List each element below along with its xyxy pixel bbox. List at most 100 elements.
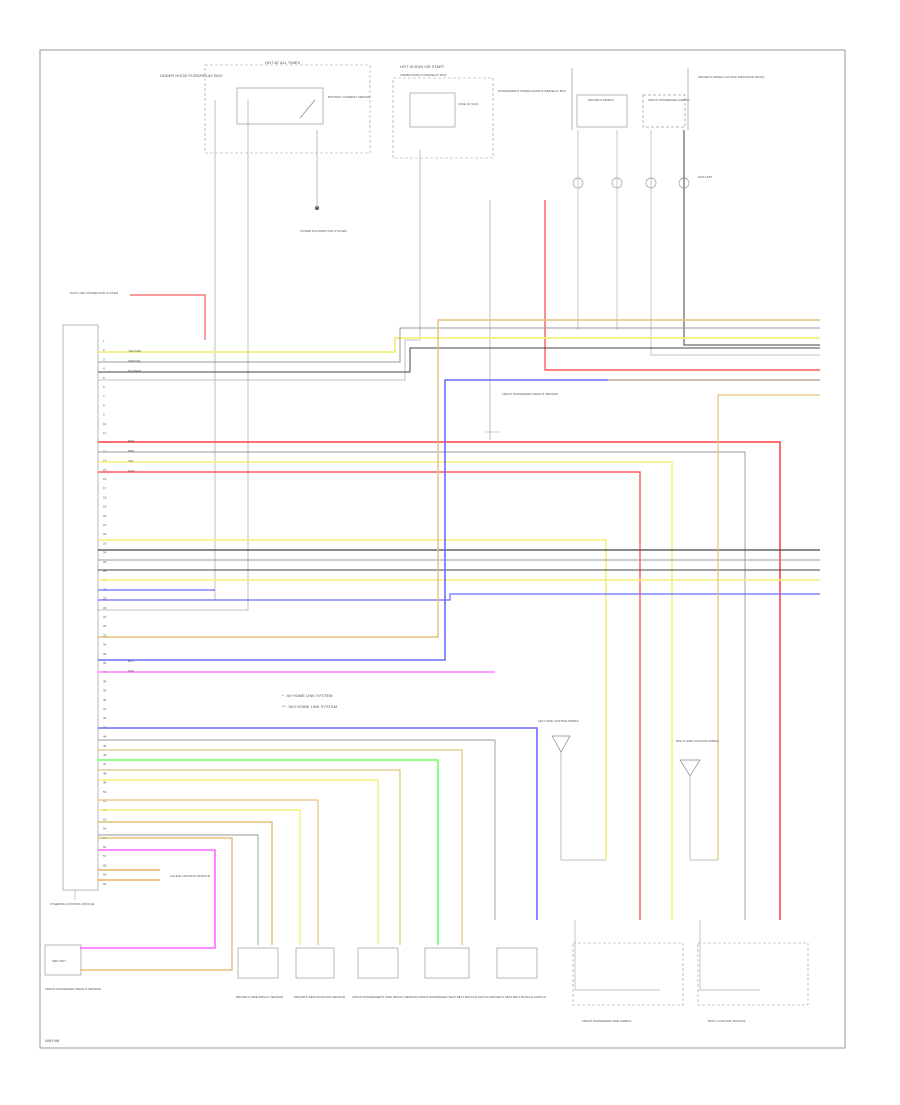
srs-pin-labels: 1234567891011121314151617181920212223242… (103, 339, 107, 886)
srs-pin-number: 54 (103, 827, 107, 831)
wire-tag-yel-grn: YEL/GRN (128, 349, 141, 353)
srs-pin-number: 29 (103, 597, 107, 601)
srs-pin-number: 11 (103, 431, 106, 435)
driver-seat-sensor-label: DRIVER'S SEAT POSITION SENSOR (294, 995, 346, 999)
wire-yel-grn (98, 337, 820, 353)
wire-tan-1 (98, 319, 820, 638)
battery-current-sensor-label: BATTERY CURRENT SENSOR (328, 95, 371, 99)
right-side-curtain-label: RIGHT SIDE CURTAIN AIRBAG (676, 739, 720, 743)
diagram-frame (39, 49, 846, 1049)
steering-control-label: STEERING CONTROL MODULE (50, 902, 94, 906)
hot-in-run-box (392, 77, 494, 159)
srs-pin-number: 59 (103, 873, 107, 877)
srs-pin-number: 5 (103, 376, 105, 380)
srs-pin-number: 7 (103, 394, 105, 398)
wire-tag-red: RED (128, 439, 135, 443)
front-pass-weight-sensor-label: FRONT PASSENGER WEIGHT SENSOR (45, 987, 102, 991)
wire-grn (98, 759, 439, 945)
power-distribution-label: POWER DISTRIBUTION SYSTEM (300, 229, 347, 233)
wire-tag-yel: YEL (128, 459, 134, 463)
srs-pin-number: 1 (103, 339, 105, 343)
wire-tag-brn: BRN (128, 449, 134, 453)
srs-pin-number: 18 (103, 495, 107, 499)
srs-unit-box (44, 944, 82, 976)
srs-pin-number: 4 (103, 367, 105, 371)
driver-buckle-label: DRIVER'S SEAT BELT BUCKLE SWITCH (490, 995, 546, 999)
srs-pin-number: 30 (103, 606, 107, 610)
wire-yel-long (98, 461, 673, 920)
srs-pin-number: 14 (103, 459, 107, 463)
driver-airbag-box (576, 94, 628, 128)
srs-pin-number: 42 (103, 716, 107, 720)
driver-side-impact-sensor-box (237, 947, 279, 979)
wire-blu-3 (98, 379, 820, 661)
body-control-label: BODY CONTROL MODULE (708, 1019, 746, 1023)
srs-pin-number: 10 (103, 422, 107, 426)
srs-pin-number: 48 (103, 771, 107, 775)
wire-grn-yel (98, 327, 820, 363)
srs-pin-number: 20 (103, 514, 107, 518)
wire-red-main (98, 441, 781, 920)
srs-pin-number: 41 (103, 707, 107, 711)
srs-pin-number: 26 (103, 569, 107, 573)
srs-pin-number: 23 (103, 541, 107, 545)
wire-tan-5 (98, 799, 319, 945)
driver-seat-sensor-box (295, 947, 335, 979)
pass-impact-sensor-box (357, 947, 399, 979)
wire-pass-airbag-2 (683, 130, 820, 346)
wire-tan-3 (98, 749, 463, 945)
legend-line-2: ** : W/O HOME LINK SYSTEM (282, 704, 337, 709)
wire-tan-2 (717, 394, 820, 860)
driver-buckle-box (496, 947, 538, 979)
srs-pin-number: 57 (103, 854, 107, 858)
occupant-sensor-label: ODS UNIT (698, 175, 713, 179)
hot-at-all-times-box (204, 64, 371, 154)
srs-pin-number: 51 (103, 799, 107, 803)
srs-pin-number: 49 (103, 781, 107, 785)
hot-at-all-times-label: HOT AT ALL TIMES (265, 60, 300, 65)
srs-pin-number: 53 (103, 817, 107, 821)
front-pass-side-airbag-box (572, 942, 684, 1006)
srs-pin-number: 2 (103, 348, 105, 352)
srs-pin-number: 22 (103, 532, 107, 536)
wire-tag-blu: BLU (128, 659, 134, 663)
srs-pin-number: 19 (103, 505, 107, 509)
srs-pin-number: 8 (103, 403, 105, 407)
wire-tan-7 (80, 837, 233, 971)
srs-pin-number: 36 (103, 661, 107, 665)
wire-left-curtain (560, 752, 606, 861)
wire-power-2 (98, 100, 249, 611)
srs-pin-number: 21 (103, 523, 107, 527)
driver-side-impact-label: DRIVER'S SIDE IMPACT SENSOR (236, 995, 284, 999)
pass-impact-sensor-label: FRONT PASSENGER'S SIDE IMPACT SENSOR (352, 995, 418, 999)
srs-pin-number: 58 (103, 863, 107, 867)
legend-line-1: * : W/ HOME LINK SYSTEM (282, 693, 332, 698)
wire-red-top (544, 200, 820, 371)
front-pass-seat-sensor-label: FRONT PASSENGER WEIGHT SENSOR (502, 392, 559, 396)
wire-pass-airbag-1 (650, 130, 820, 356)
srs-pin-number: 16 (103, 477, 107, 481)
battery-sensor-box (236, 87, 324, 125)
relay-contact (299, 99, 316, 119)
srs-pin-number: 38 (103, 679, 107, 683)
wire-power-1 (98, 100, 216, 601)
right-curtain-airbag-icon (679, 759, 701, 777)
srs-pin-number: 9 (103, 413, 105, 417)
pass-buckle-label: FRONT PASSENGER SEAT BELT BUCKLE SWITCH (418, 995, 490, 999)
srs-pin-number: 6 (103, 385, 105, 389)
wire-group (74, 100, 820, 991)
srs-pin-number: 13 (103, 449, 107, 453)
wire-data-link (130, 294, 206, 340)
front-pass-side-airbag-label: FRONT PASSENGER SIDE AIRBAG (582, 1019, 632, 1023)
fuse-relay-box-label: UNDER-DASH FUSE/RELAY BOX (400, 73, 446, 77)
hot-in-run-label: HOT IN RUN OR START (400, 64, 445, 69)
srs-pin-number: 24 (103, 551, 107, 555)
srs-pin-number: 46 (103, 753, 107, 757)
pass-airbag-box (642, 94, 686, 128)
wire-right-curtain (689, 776, 718, 861)
wire-yel-5 (98, 809, 301, 945)
wire-fuse (98, 150, 421, 381)
srs-pin-number: 45 (103, 744, 107, 748)
